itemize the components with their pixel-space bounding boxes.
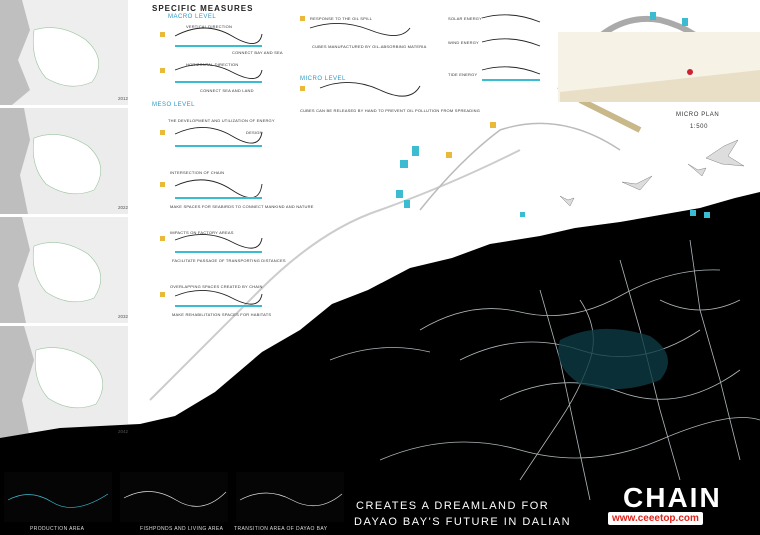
scale-label: 1:500 <box>690 124 709 130</box>
label-vertical: VERTICAL DIRECTION <box>186 24 233 29</box>
bottom-maps <box>4 472 344 522</box>
cube-markers <box>446 122 496 158</box>
label-tide: TIDE ENERGY <box>448 72 478 77</box>
square-icon <box>300 16 305 21</box>
macro-heading: MACRO LEVEL <box>168 14 217 20</box>
label-intersection: INTERSECTION OF CHAIN <box>170 170 225 175</box>
coastline-landmass <box>0 192 760 535</box>
square-icon <box>160 32 165 37</box>
map-caption: TRANSITION AREA OF DAYAO BAY <box>234 526 328 532</box>
macro-diagrams <box>174 27 263 307</box>
tagline-line-2: DAYAO BAY'S FUTURE IN DALIAN <box>354 516 572 528</box>
label-impacts: IMPACTS ON FACTORY AREAS <box>170 230 234 235</box>
year-label: 2012 <box>118 96 129 101</box>
map-caption: PRODUCTION AREA <box>30 526 85 532</box>
label-horizontal: HORIZONTAL DIRECTION <box>186 62 239 67</box>
year-label: 2032 <box>118 314 129 319</box>
label-cubes-made: CUBES MANUFACTURED BY OIL-ABSORBING MATE… <box>312 44 427 49</box>
square-icon <box>160 292 165 297</box>
micro-heading: MICRO LEVEL <box>300 76 346 82</box>
micro-diagrams <box>309 14 541 97</box>
label-connect-sea-land: CONNECT SEA AND LAND <box>200 88 254 93</box>
label-design: DESIGN <box>246 130 263 135</box>
label-response: RESPONSE TO THE OIL SPILL <box>310 16 373 21</box>
bay-water <box>558 328 668 390</box>
map-caption: FISHPONDS AND LIVING AREA <box>140 526 224 532</box>
label-overlapping: OVERLAPPING SPACES CREATED BY CHAIN <box>170 284 263 289</box>
square-icon <box>160 130 165 135</box>
timeline-maps <box>0 0 128 438</box>
tagline-line-1: CREATES A DREAMLAND FOR <box>356 500 550 512</box>
label-cubes-can: CUBES CAN BE RELEASED BY HAND TO PREVENT… <box>300 108 481 113</box>
micro-plan-label: MICRO PLAN <box>676 112 720 118</box>
label-wind: WIND ENERGY <box>448 40 479 45</box>
year-label: 2042 <box>118 429 129 434</box>
page-title: SPECIFIC MEASURES <box>152 4 254 13</box>
square-icon <box>160 182 165 187</box>
square-icon <box>300 86 305 91</box>
label-make-spaces: MAKE SPACES FOR SEABIRDS TO CONNECT MANK… <box>170 204 314 209</box>
label-development: THE DEVELOPMENT AND UTILIZATION OF ENERG… <box>168 118 275 123</box>
label-connect-bay-sea: CONNECT BAY AND SEA <box>232 50 283 55</box>
seabirds <box>559 139 745 207</box>
year-label: 2022 <box>118 205 129 210</box>
label-make-rehab: MAKE REHABILITATION SPACES FOR HABITATS <box>172 312 272 317</box>
square-icon <box>160 68 165 73</box>
micro-perspective <box>558 32 760 102</box>
main-title: CHAIN <box>623 482 722 513</box>
meso-heading: MESO LEVEL <box>152 102 196 108</box>
watermark-url: www.ceeetop.com <box>608 512 703 525</box>
square-icon <box>160 236 165 241</box>
label-facilitate: FACILITATE PASSAGE OF TRANSPORTING DISTA… <box>172 258 286 263</box>
label-solar: SOLAR ENERGY <box>448 16 482 21</box>
